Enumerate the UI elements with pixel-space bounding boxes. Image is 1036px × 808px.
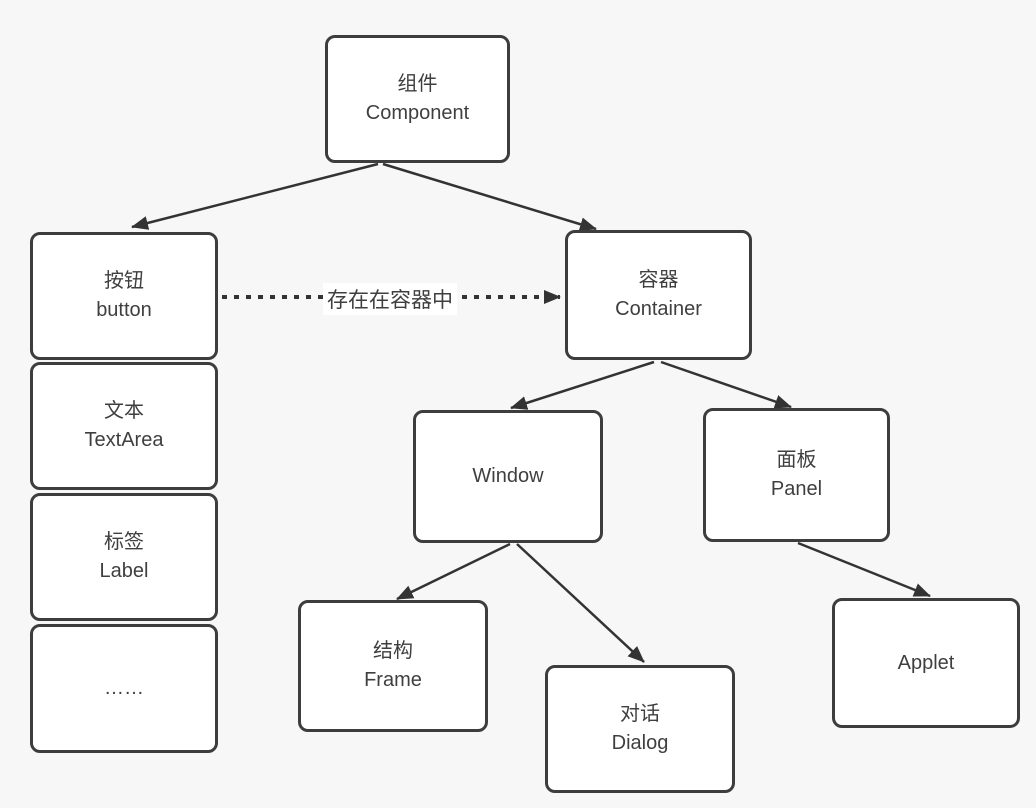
node-textarea-label-en: TextArea <box>84 429 164 451</box>
edge-panel-applet <box>797 541 931 598</box>
node-more: …… <box>30 624 218 753</box>
edge-component-button <box>131 162 379 230</box>
node-button: 按钮 button <box>30 232 218 360</box>
node-panel-label-en: Panel <box>770 478 823 500</box>
edge-window-frame <box>396 542 511 601</box>
node-container-label-en: Container <box>615 298 702 320</box>
node-frame-label-en: Frame <box>364 669 422 691</box>
node-frame-label-cn: 结构 <box>373 640 413 662</box>
node-label-label-en: Label <box>99 560 149 582</box>
node-window-label: Window <box>472 465 544 487</box>
node-panel: 面板 Panel <box>703 408 890 542</box>
node-dialog: 对话 Dialog <box>545 665 735 793</box>
node-container: 容器 Container <box>565 230 752 360</box>
node-textarea: 文本 TextArea <box>30 362 218 490</box>
edge-container-panel <box>660 360 792 409</box>
node-textarea-label-cn: 文本 <box>104 400 144 422</box>
edge-component-container <box>382 162 597 232</box>
node-component-label-en: Component <box>365 102 470 124</box>
node-dialog-label-cn: 对话 <box>620 703 660 725</box>
node-label: 标签 Label <box>30 493 218 621</box>
node-more-label: …… <box>104 677 144 699</box>
node-label-label-cn: 标签 <box>104 531 144 553</box>
node-component: 组件 Component <box>325 35 510 163</box>
edge-container-window <box>510 360 655 410</box>
edge-window-dialog <box>516 543 645 663</box>
node-dialog-label-en: Dialog <box>611 732 669 754</box>
node-button-label-en: button <box>96 299 152 321</box>
node-frame: 结构 Frame <box>298 600 488 732</box>
node-container-label-cn: 容器 <box>638 269 679 291</box>
node-window: Window <box>413 410 603 543</box>
node-button-label-cn: 按钮 <box>104 270 144 292</box>
node-applet: Applet <box>832 598 1020 728</box>
edge-label-exists-in-container: 存在在容器中 <box>323 283 457 315</box>
node-applet-label: Applet <box>897 651 955 674</box>
node-component-label-cn: 组件 <box>397 73 438 95</box>
node-panel-label-cn: 面板 <box>776 449 817 471</box>
